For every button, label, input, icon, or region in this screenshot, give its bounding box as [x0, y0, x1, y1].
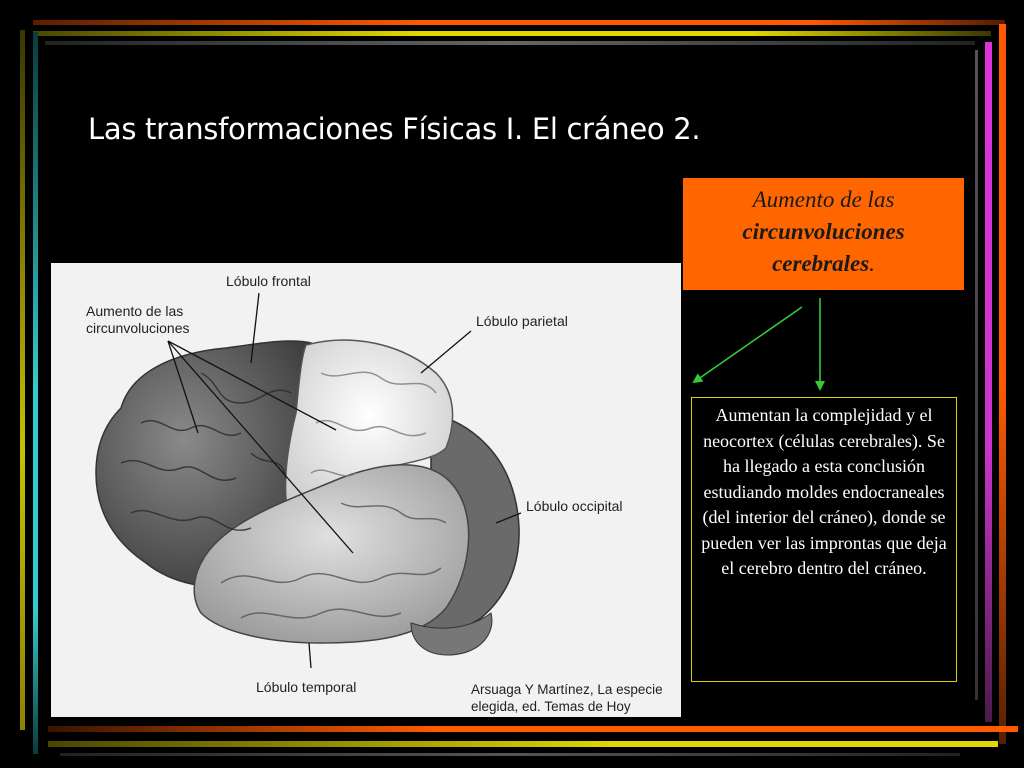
label-temporal: Lóbulo temporal [256, 679, 357, 695]
frame-bar-top-orange [33, 20, 1005, 25]
cerebellum [410, 612, 493, 656]
label-circunvoluciones-1: Aumento de las [86, 303, 184, 319]
frame-bar-bottom-yellow [48, 741, 998, 747]
label-parietal: Lóbulo parietal [476, 313, 568, 329]
frame-bar-bottom-orange [48, 726, 1018, 732]
callout-line-3: cerebrales [772, 251, 870, 276]
temporal-lobe [193, 464, 470, 644]
frame-bar-right-orange [999, 24, 1006, 744]
frame-bar-top-yellow [33, 31, 991, 36]
slide-title: Las transformaciones Físicas I. El cráne… [88, 112, 701, 146]
label-occipital: Lóbulo occipital [526, 498, 623, 514]
arrow-left [692, 306, 803, 384]
frame-bar-left-yellow [20, 30, 25, 730]
brain-illustration: Lóbulo frontal Aumento de las circunvolu… [51, 263, 681, 717]
orange-callout-box: Aumento de las circunvoluciones cerebral… [683, 178, 964, 290]
callout-line-2: circunvoluciones [742, 219, 905, 244]
frame-bar-right-gray [975, 50, 978, 700]
callout-period: . [869, 251, 875, 276]
figure-credit-line-2: elegida, ed. Temas de Hoy [471, 699, 631, 714]
frame-bar-right-magenta [985, 42, 992, 722]
parietal-gyri [310, 371, 437, 477]
explanation-text-box: Aumentan la complejidad y el neocortex (… [691, 397, 957, 682]
frame-bar-left-cyan [33, 32, 38, 754]
label-frontal: Lóbulo frontal [226, 273, 311, 289]
brain-drawing [95, 292, 522, 669]
frame-bar-bottom-gray [60, 753, 960, 756]
figure-credit-line-1: Arsuaga Y Martínez, La especie [471, 682, 663, 697]
frame-bar-top-gray [45, 41, 975, 45]
temporal-gyri [220, 502, 447, 619]
frontal-gyri [120, 372, 292, 531]
callout-line-1: Aumento de las [752, 187, 895, 212]
label-circunvoluciones-2: circunvoluciones [86, 320, 190, 336]
leader-lines [167, 292, 522, 669]
